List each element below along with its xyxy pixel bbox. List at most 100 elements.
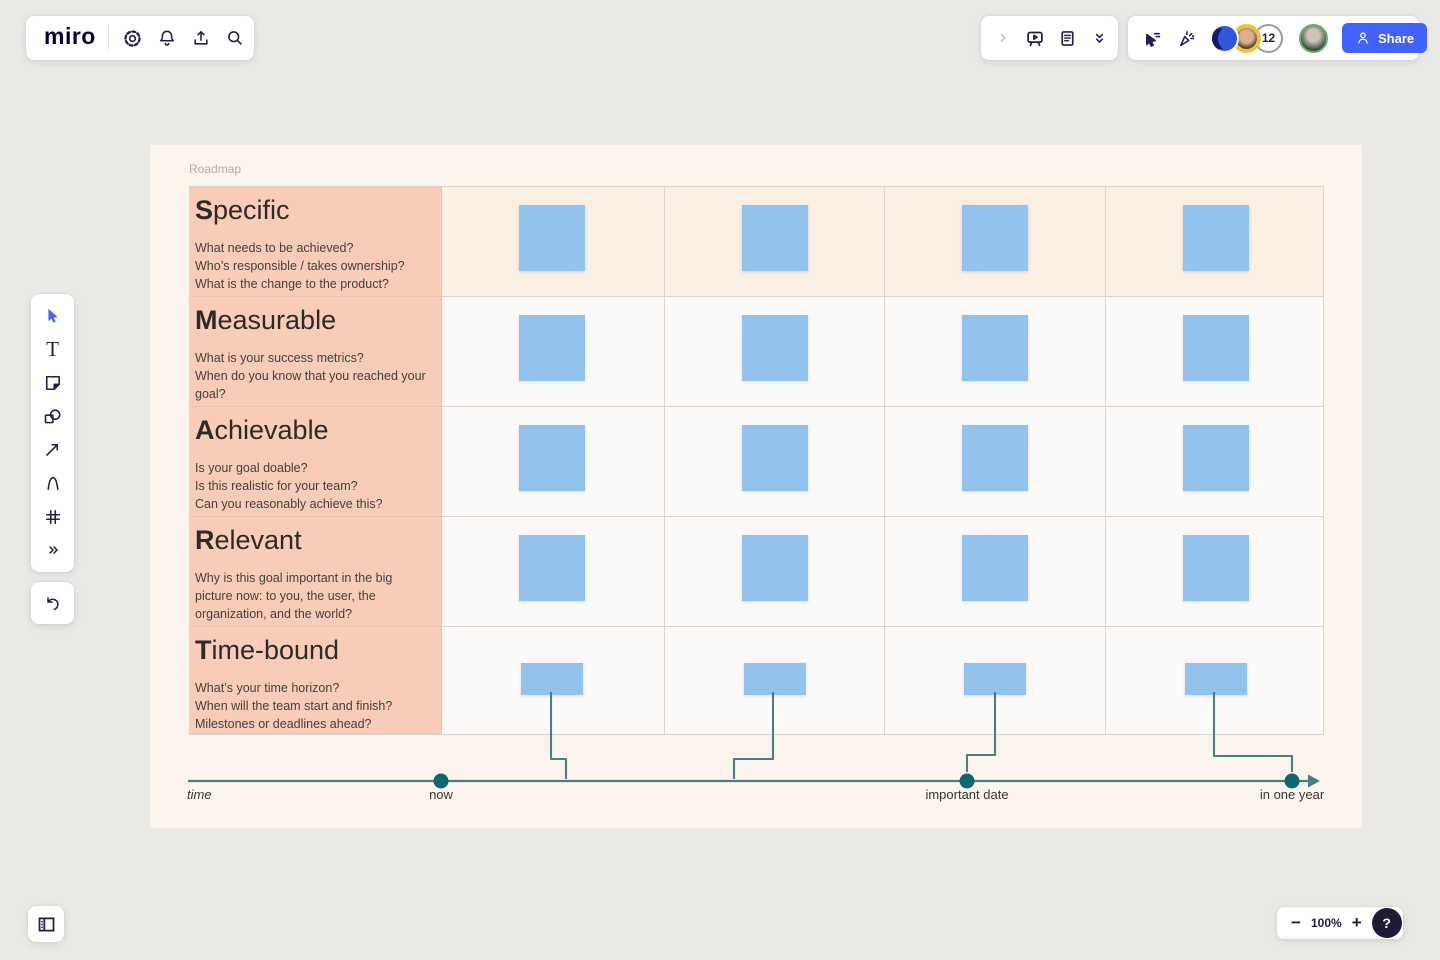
zoom-level[interactable]: 100% [1311, 916, 1342, 930]
presentation-easel-icon [1024, 27, 1046, 49]
undo-card [31, 582, 74, 624]
cell-specific-col1[interactable] [442, 187, 665, 297]
cell-relevant-col2[interactable] [665, 517, 885, 627]
collaboration-toolbar: 12 Share [1128, 16, 1428, 60]
blue-sticky-note[interactable] [519, 425, 585, 491]
frame-tool-button[interactable] [36, 502, 70, 532]
blue-sticky-note[interactable] [962, 425, 1028, 491]
blue-sticky-note[interactable] [521, 663, 583, 695]
shapes-tool-button[interactable] [36, 401, 70, 431]
blue-sticky-note[interactable] [1183, 315, 1249, 381]
blue-sticky-note[interactable] [742, 535, 808, 601]
cell-time-bound-col1[interactable] [442, 627, 665, 734]
text-tool-button[interactable]: T [36, 334, 70, 364]
cell-achievable-col1[interactable] [442, 407, 665, 517]
notifications-button[interactable] [151, 22, 183, 54]
miro-logo[interactable]: miro [44, 23, 96, 49]
share-label: Share [1378, 30, 1415, 46]
double-chevron-right-icon [45, 542, 61, 558]
cell-relevant-col3[interactable] [885, 517, 1106, 627]
cell-relevant-col1[interactable] [442, 517, 665, 627]
settings-button[interactable] [117, 22, 149, 54]
cell-relevant-col4[interactable] [1106, 517, 1323, 627]
cell-measurable-col1[interactable] [442, 297, 665, 407]
blue-sticky-note[interactable] [962, 205, 1028, 271]
divider [107, 25, 109, 51]
blue-sticky-note[interactable] [519, 315, 585, 381]
timeline-marker-label: important date [925, 787, 1009, 802]
current-user-avatar[interactable] [1299, 23, 1328, 53]
cell-specific-col3[interactable] [885, 187, 1106, 297]
blue-sticky-note[interactable] [519, 205, 585, 271]
blue-sticky-note[interactable] [744, 663, 806, 695]
blue-sticky-note[interactable] [962, 315, 1028, 381]
row-title: Relevant [195, 525, 302, 555]
document-icon [1057, 28, 1078, 49]
frame-title[interactable]: Roadmap [189, 162, 242, 176]
timeline-axis [188, 773, 1320, 789]
collapse-toolbar-button[interactable] [1083, 22, 1115, 54]
notes-button[interactable] [1051, 22, 1083, 54]
blue-sticky-note[interactable] [742, 315, 808, 381]
blue-sticky-note[interactable] [1183, 205, 1249, 271]
sticky-note-tool-button[interactable] [36, 368, 70, 398]
pen-tool-button[interactable] [36, 468, 70, 498]
cell-time-bound-col4[interactable] [1106, 627, 1323, 734]
share-button[interactable]: Share [1342, 23, 1428, 53]
panel-layout-icon [36, 914, 57, 935]
zoom-toolbar: − 100% + ? [1277, 907, 1403, 939]
expand-toolbar-button[interactable] [987, 22, 1019, 54]
export-button[interactable] [185, 22, 217, 54]
help-button[interactable]: ? [1371, 908, 1402, 938]
blue-sticky-note[interactable] [1185, 663, 1247, 695]
blue-sticky-note[interactable] [962, 535, 1028, 601]
row-title: Time-bound [195, 635, 340, 665]
cell-specific-col2[interactable] [665, 187, 885, 297]
presentation-mode-button[interactable] [1019, 22, 1051, 54]
zoom-out-button[interactable]: − [1283, 910, 1309, 936]
row-title: Measurable [195, 305, 337, 335]
undo-button[interactable] [37, 587, 69, 619]
select-tool-button[interactable] [36, 301, 70, 331]
blue-sticky-note[interactable] [519, 535, 585, 601]
row-title: Specific [195, 195, 290, 225]
follow-cursor-button[interactable] [1136, 22, 1168, 54]
connector-tool-button[interactable] [36, 435, 70, 465]
presentation-toolbar [981, 16, 1118, 60]
cell-specific-col4[interactable] [1106, 187, 1323, 297]
celebrate-button[interactable] [1170, 22, 1202, 54]
blue-sticky-note[interactable] [1183, 425, 1249, 491]
search-button[interactable] [219, 22, 251, 54]
blue-sticky-note[interactable] [742, 425, 808, 491]
cell-measurable-col4[interactable] [1106, 297, 1323, 407]
more-tools-button[interactable] [36, 535, 70, 565]
sidebar-toggle-button[interactable] [30, 908, 62, 940]
undo-icon [43, 593, 63, 613]
person-icon [1355, 30, 1371, 46]
cell-measurable-col2[interactable] [665, 297, 885, 407]
timeline-axis-label: time [187, 787, 212, 802]
blue-sticky-note[interactable] [742, 205, 808, 271]
main-toolbar: miro [26, 16, 254, 60]
tool-palette: T [31, 294, 74, 572]
zoom-in-button[interactable]: + [1344, 910, 1370, 936]
cell-achievable-col4[interactable] [1106, 407, 1323, 517]
cell-achievable-col3[interactable] [885, 407, 1106, 517]
row-questions: Is your goal doable? Is this realistic f… [195, 460, 383, 511]
blue-sticky-note[interactable] [964, 663, 1026, 695]
cell-time-bound-col2[interactable] [665, 627, 885, 734]
shapes-icon [42, 406, 63, 427]
cell-measurable-col3[interactable] [885, 297, 1106, 407]
blue-sticky-note[interactable] [1183, 535, 1249, 601]
cursor-follow-icon [1142, 28, 1163, 49]
collaborator-avatar[interactable] [1210, 23, 1239, 53]
cell-time-bound-col3[interactable] [885, 627, 1106, 734]
gear-icon [122, 28, 143, 49]
cell-achievable-col2[interactable] [665, 407, 885, 517]
